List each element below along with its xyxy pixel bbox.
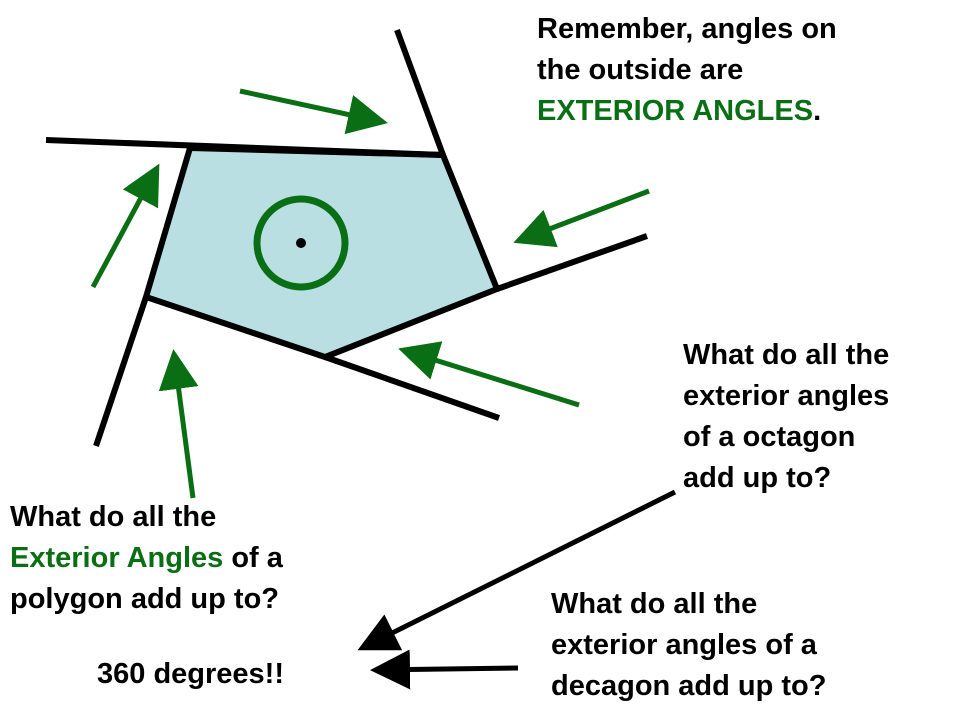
question-octagon-line-3: of a octagon — [683, 421, 856, 453]
question-octagon-line-1: What do all the — [683, 339, 890, 371]
question-polygon-line-3: polygon add up to? — [10, 583, 280, 615]
question-polygon-line-2: Exterior Angles of a — [10, 538, 283, 579]
exterior-angle-arrow-top — [239, 88, 388, 135]
question-decagon: What do all the exterior angles of a dec… — [551, 584, 827, 707]
question-decagon-line-1: What do all the — [551, 588, 758, 620]
question-octagon-line-2: exterior angles — [683, 380, 890, 412]
question-octagon: What do all the exterior angles of a oct… — [683, 335, 889, 499]
answer-text: 360 degrees!! — [97, 658, 284, 690]
question-polygon: What do all the Exterior Angles of a pol… — [10, 497, 283, 620]
note-line-1: Remember, angles on — [537, 13, 837, 45]
question-decagon-line-2: exterior angles of a — [551, 629, 817, 661]
extended-side-left — [93, 296, 149, 447]
center-ring — [253, 195, 349, 291]
exterior-angle-arrow-bottom — [398, 341, 580, 408]
extended-side-top — [45, 137, 444, 158]
question-polygon-line-1: What do all the — [10, 501, 217, 533]
pointer-arrow-decagon — [370, 649, 519, 690]
pointer-arrow-octagon — [357, 489, 677, 651]
note-highlight: EXTERIOR ANGLES — [537, 95, 814, 127]
question-octagon-line-4: add up to? — [683, 462, 832, 494]
exterior-angle-arrow-left — [90, 163, 160, 289]
extended-side-right — [496, 233, 648, 292]
note-period: . — [813, 95, 822, 127]
question-polygon-line-2-rest: of a — [223, 542, 283, 574]
pentagon-shape — [142, 144, 501, 361]
note-line-3: EXTERIOR ANGLES. — [537, 91, 837, 132]
question-polygon-highlight: Exterior Angles — [10, 542, 224, 574]
exterior-angles-note: Remember, angles on the outside are EXTE… — [537, 9, 837, 132]
question-decagon-line-3: decagon add up to? — [551, 670, 827, 702]
extended-side-bottom — [324, 354, 500, 421]
exterior-angle-arrow-lower-left — [158, 349, 199, 499]
exterior-angle-arrow-right — [513, 188, 650, 248]
center-dot — [296, 238, 306, 248]
note-line-2: the outside are — [537, 54, 744, 86]
extended-side-upper-right — [394, 28, 446, 157]
